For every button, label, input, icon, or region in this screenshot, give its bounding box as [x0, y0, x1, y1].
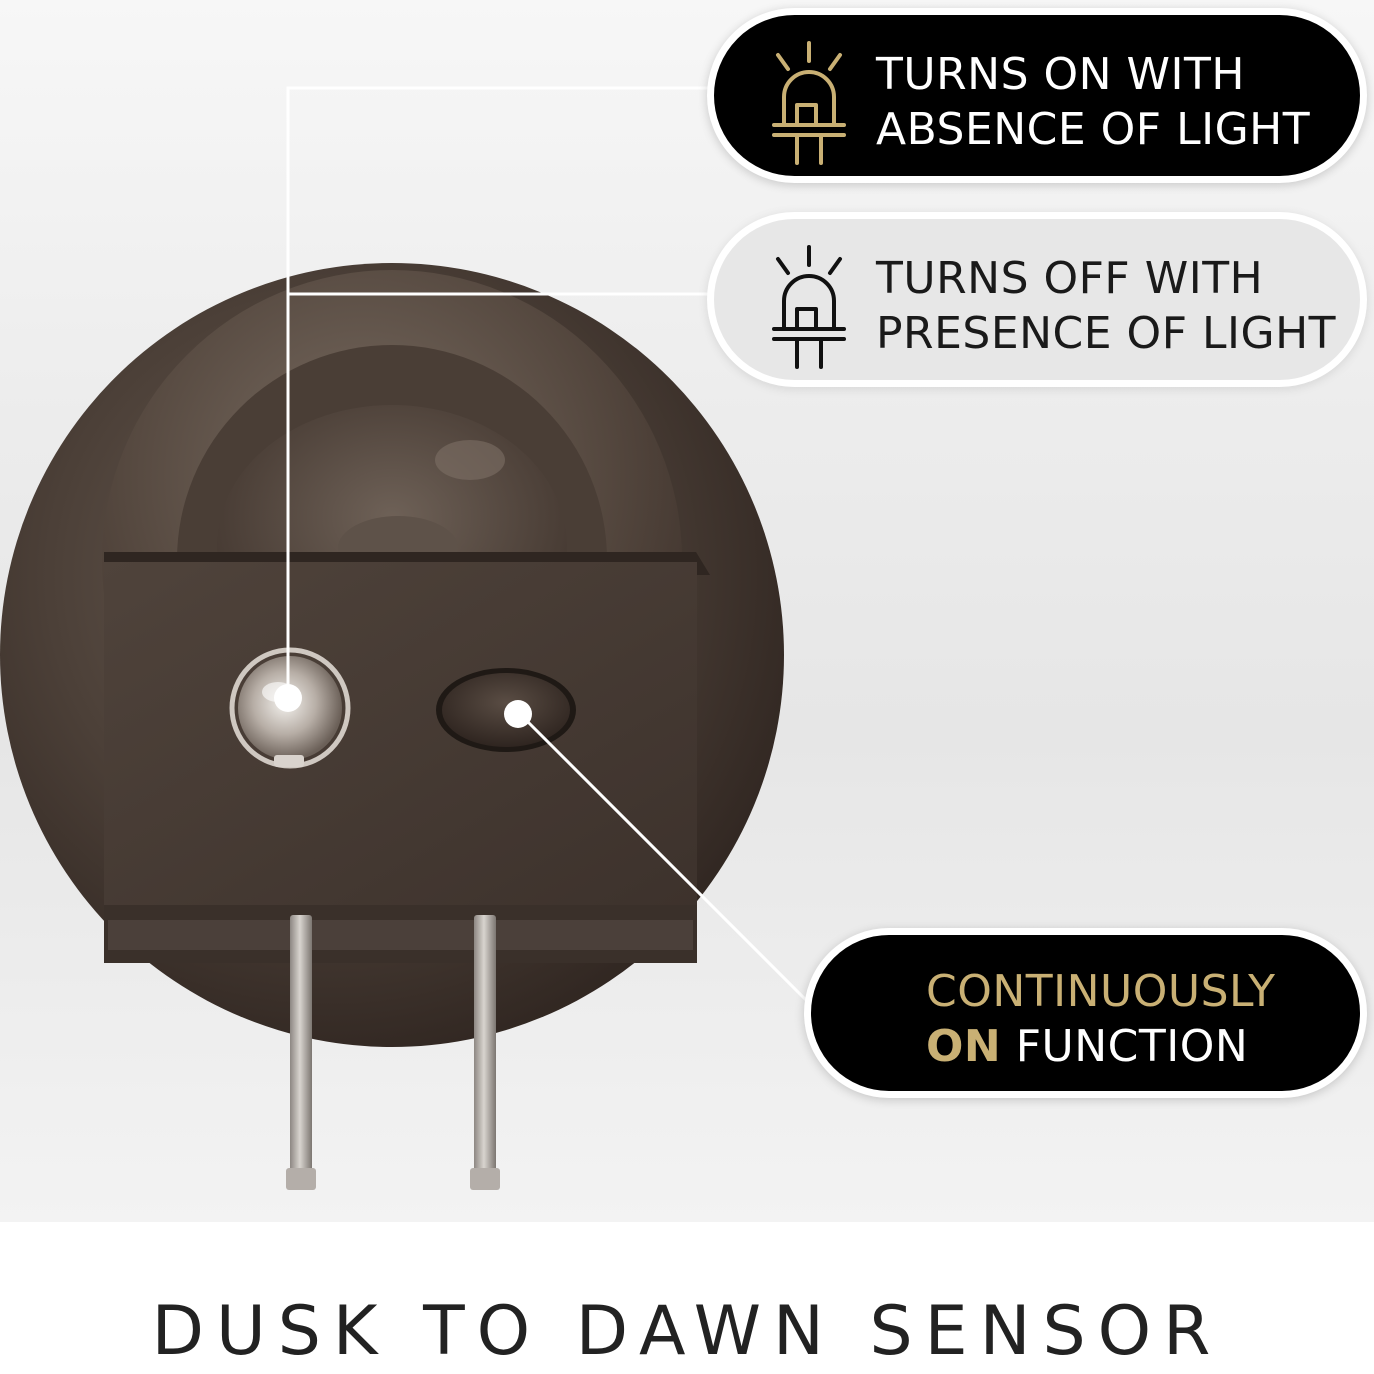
callout-turns-off: TURNS OFF WITH PRESENCE OF LIGHT	[707, 212, 1367, 387]
callout-continuous-line2: ON FUNCTION	[926, 1019, 1276, 1074]
connector-dots	[274, 684, 532, 728]
callout-turns-off-text: TURNS OFF WITH PRESENCE OF LIGHT	[876, 251, 1336, 361]
callout-turns-off-line1: TURNS OFF WITH	[876, 253, 1264, 304]
footer-band	[0, 1222, 1374, 1374]
callout-continuous-on-word: ON	[926, 1021, 1002, 1072]
plug-prongs	[286, 915, 500, 1190]
light-sensor-bulb-icon	[772, 245, 846, 369]
plug-plate	[104, 552, 710, 963]
callout-turns-on: TURNS ON WITH ABSENCE OF LIGHT	[707, 8, 1367, 183]
callout-continuous-function-word: FUNCTION	[1001, 1021, 1249, 1072]
callout-continuous-text: CONTINUOUSLY ON FUNCTION	[926, 964, 1276, 1074]
callout-continuous-line1: CONTINUOUSLY	[926, 966, 1276, 1017]
callout-turns-on-text: TURNS ON WITH ABSENCE OF LIGHT	[876, 47, 1310, 157]
light-sensor-bulb-icon	[772, 41, 846, 165]
product-illustration	[0, 86, 814, 1190]
callout-connectors	[286, 86, 814, 1008]
callout-turns-off-line2: PRESENCE OF LIGHT	[876, 308, 1337, 359]
callout-continuous-on: CONTINUOUSLY ON FUNCTION	[804, 928, 1367, 1098]
callout-turns-on-line2: ABSENCE OF LIGHT	[876, 104, 1311, 155]
footer-title: DUSK TO DAWN SENSOR	[151, 1292, 1223, 1371]
callout-turns-on-line1: TURNS ON WITH	[876, 49, 1245, 100]
